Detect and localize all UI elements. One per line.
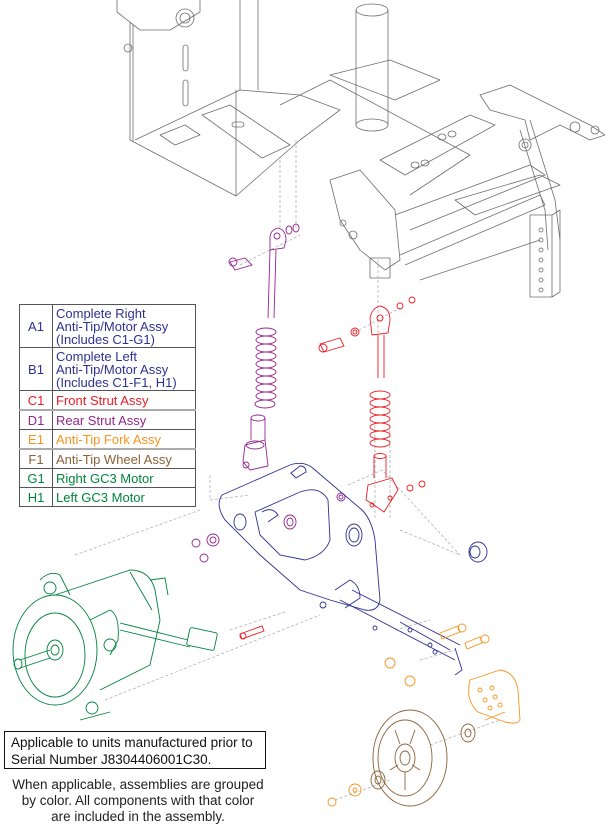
legend-row-d1: D1 Rear Strut Assy [19,409,196,430]
note-line-2: Serial Number J8304406001C30. [11,752,212,767]
anti-tip-wheel-assy [370,709,476,807]
legend-line: (Includes C1-G1) [56,331,155,347]
legend-description: Complete Right Anti-Tip/Motor Assy (Incl… [52,304,196,348]
legend-code: G1 [19,468,53,488]
legend-row-g1: G1 Right GC3 Motor [19,468,196,488]
legend-description: Right GC3 Motor [52,468,196,488]
legend-line: Complete Right [56,305,146,321]
legend-row-f1: F1 Anti-Tip Wheel Assy [19,448,196,469]
legend-description: Anti-Tip Wheel Assy [52,448,196,469]
legend-line: Anti-Tip/Motor Assy [56,361,169,377]
footnote-line-2: by color. All components with that color [21,793,255,808]
legend-code: A1 [19,304,53,348]
legend-row-h1: H1 Left GC3 Motor [19,487,196,507]
legend-description: Rear Strut Assy [52,409,196,430]
legend-line: (Includes C1-F1, H1) [56,374,177,390]
anti-tip-fork-assy [327,623,521,807]
legend-code: H1 [19,487,53,507]
rear-strut-assy [191,223,346,563]
gc3-motor [12,569,218,721]
legend-row-e1: E1 Anti-Tip Fork Assy [19,429,196,450]
note-line-1: Applicable to units manufactured prior t… [11,735,253,750]
serial-applicability-note: Applicable to units manufactured prior t… [4,731,266,769]
assembly-legend-table: A1 Complete Right Anti-Tip/Motor Assy (I… [19,304,196,507]
legend-code: B1 [19,347,53,391]
legend-code: E1 [19,429,53,450]
legend-description: Anti-Tip Fork Assy [52,429,196,450]
anti-tip-arm [218,462,488,676]
legend-description: Complete Left Anti-Tip/Motor Assy (Inclu… [52,347,196,391]
front-strut-assy [239,296,426,640]
legend-code: C1 [19,390,53,411]
legend-code: D1 [19,409,53,430]
footnote-line-3: are included in the assembly. [51,809,225,824]
legend-row-c1: C1 Front Strut Assy [19,390,196,411]
legend-row-a1: A1 Complete Right Anti-Tip/Motor Assy (I… [19,304,196,348]
legend-line: Anti-Tip/Motor Assy [56,318,169,334]
footnote-line-1: When applicable, assemblies are grouped [12,777,264,792]
color-grouping-footnote: When applicable, assemblies are grouped … [0,777,276,825]
legend-row-b1: B1 Complete Left Anti-Tip/Motor Assy (In… [19,347,196,391]
legend-line: Complete Left [56,348,137,364]
legend-description: Left GC3 Motor [52,487,196,507]
legend-code: F1 [19,448,53,469]
base-frame [116,0,605,298]
legend-description: Front Strut Assy [52,390,196,411]
